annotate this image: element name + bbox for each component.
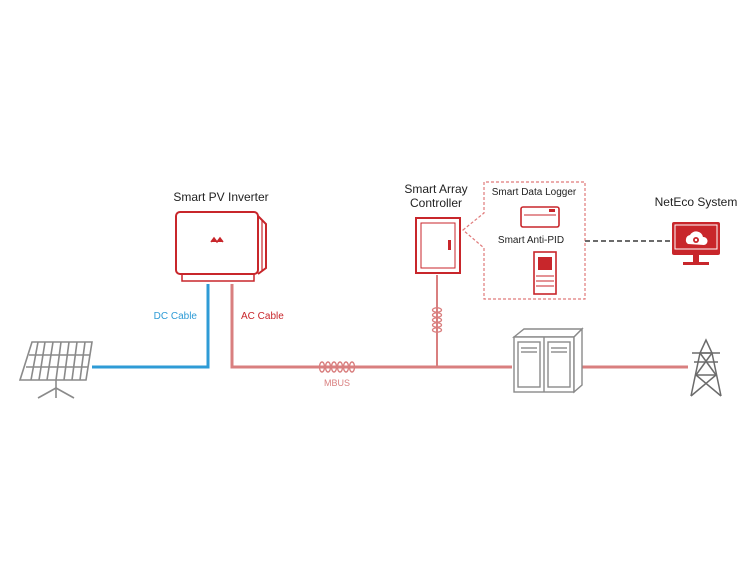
mbus-coil — [318, 361, 356, 373]
ac-cable-line — [230, 284, 512, 369]
dc-cable-label: DC Cable — [154, 311, 198, 322]
array-controller-icon — [415, 217, 461, 274]
controller-label-line1: Smart Array — [404, 182, 467, 196]
box-transformer-icon — [512, 327, 584, 394]
controller-coil — [431, 307, 443, 333]
inverter-icon — [175, 211, 267, 282]
controller-label-line2: Controller — [410, 196, 462, 210]
neteco-label: NetEco System — [655, 195, 738, 209]
anti-pid-icon — [533, 251, 557, 295]
solar-panel-icon — [18, 341, 93, 399]
transmission-tower-icon — [690, 338, 722, 397]
dc-cable-line — [92, 284, 210, 369]
anti-pid-label: Smart Anti-PID — [498, 235, 564, 246]
inverter-label: Smart PV Inverter — [173, 190, 268, 204]
data-logger-icon — [520, 206, 560, 228]
data-logger-label: Smart Data Logger — [492, 187, 577, 198]
mbus-label: MBUS — [324, 378, 350, 388]
neteco-monitor-icon — [672, 222, 720, 265]
ac-cable-label: AC Cable — [241, 311, 284, 322]
